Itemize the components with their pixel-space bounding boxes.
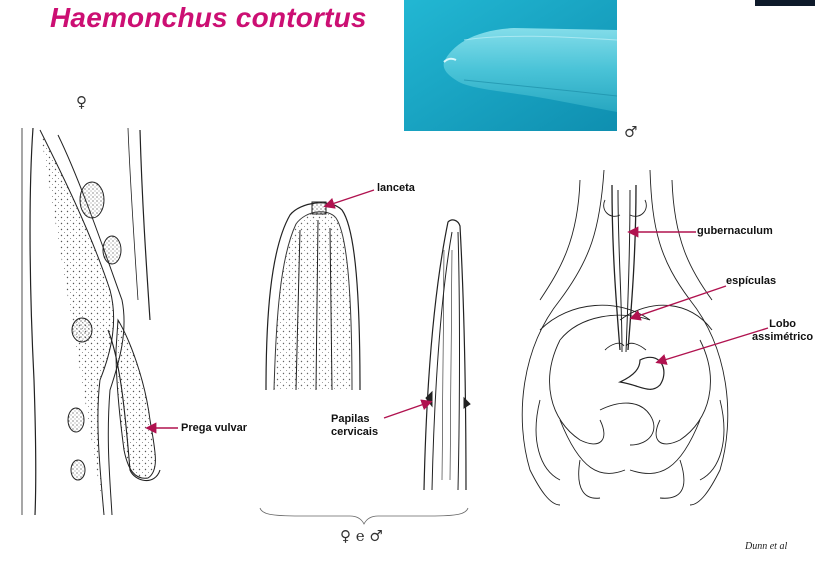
label-lobo-line2: assimétrico: [752, 331, 814, 343]
label-papilas-cervicais: Papilas cervicais: [331, 413, 378, 439]
male-symbol-right: ♂: [624, 123, 638, 141]
label-papilas-line1: Papilas: [331, 413, 370, 425]
arrow-lobo: [655, 327, 769, 365]
female-symbol-left: ♀: [76, 93, 87, 111]
cervical-papillae-drawing: [423, 219, 471, 491]
label-papilas-line2: cervicais: [331, 426, 379, 438]
arrow-papilas: [383, 399, 433, 419]
label-lanceta: lanceta: [377, 182, 415, 194]
corner-logo: [755, 0, 815, 6]
image-credit: Dunn et al: [745, 541, 788, 552]
label-prega-vulvar: Prega vulvar: [181, 422, 248, 434]
female-vulvar-drawing: [21, 127, 161, 516]
label-lobo-assimetrico: Lobo assimétrico: [752, 318, 813, 344]
arrow-lanceta: [323, 189, 375, 209]
anterior-lancet-drawing: [265, 201, 361, 391]
both-sexes-symbol: ♀ e ♂: [340, 527, 383, 545]
grouping-brace: [259, 507, 469, 525]
nematode-photo: [404, 0, 617, 131]
slide-title: Haemonchus contortus: [50, 2, 367, 33]
male-bursa-drawing: [521, 169, 729, 506]
label-espiculas: espículas: [726, 275, 777, 287]
label-arrows: [145, 189, 769, 434]
label-lobo-line1: Lobo: [769, 318, 797, 330]
arrow-espiculas: [629, 285, 727, 321]
label-gubernaculum: gubernaculum: [697, 225, 773, 237]
